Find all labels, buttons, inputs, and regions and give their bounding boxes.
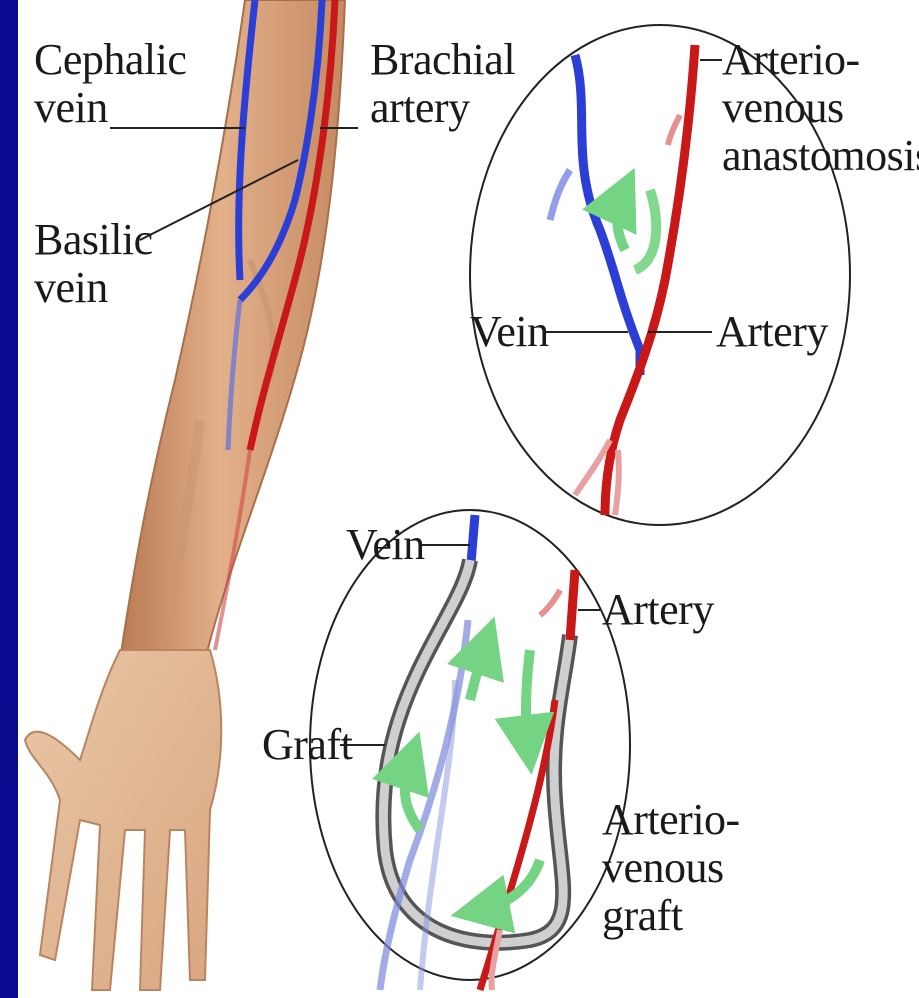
label-av-anastomosis-line1: Arterio- xyxy=(722,36,919,84)
hand xyxy=(25,650,221,990)
label-cephalic-vein: Cephalic vein xyxy=(34,36,186,132)
label-cephalic-vein-line2: vein xyxy=(34,84,186,132)
label-brachial-artery-line1: Brachial xyxy=(370,36,515,84)
label-cephalic-vein-line1: Cephalic xyxy=(34,36,186,84)
label-av-anastomosis: Arterio- venous anastomosis xyxy=(722,36,919,180)
label-bottom-artery: Artery xyxy=(602,586,714,634)
label-av-anastomosis-line2: venous xyxy=(722,84,919,132)
label-top-artery: Artery xyxy=(716,308,828,356)
label-brachial-artery: Brachial artery xyxy=(370,36,515,132)
label-av-graft-line3: graft xyxy=(602,892,740,940)
label-av-graft: Arterio- venous graft xyxy=(602,796,740,940)
label-basilic-vein-line1: Basilic xyxy=(34,216,153,264)
label-av-graft-line1: Arterio- xyxy=(602,796,740,844)
label-bottom-vein: Vein xyxy=(346,521,425,569)
label-brachial-artery-line2: artery xyxy=(370,84,515,132)
label-top-vein: Vein xyxy=(470,308,549,356)
graft-inset xyxy=(310,510,630,990)
label-graft: Graft xyxy=(262,721,352,769)
label-basilic-vein-line2: vein xyxy=(34,264,153,312)
label-av-anastomosis-line3: anastomosis xyxy=(722,132,919,180)
label-basilic-vein: Basilic vein xyxy=(34,216,153,312)
label-av-graft-line2: venous xyxy=(602,844,740,892)
